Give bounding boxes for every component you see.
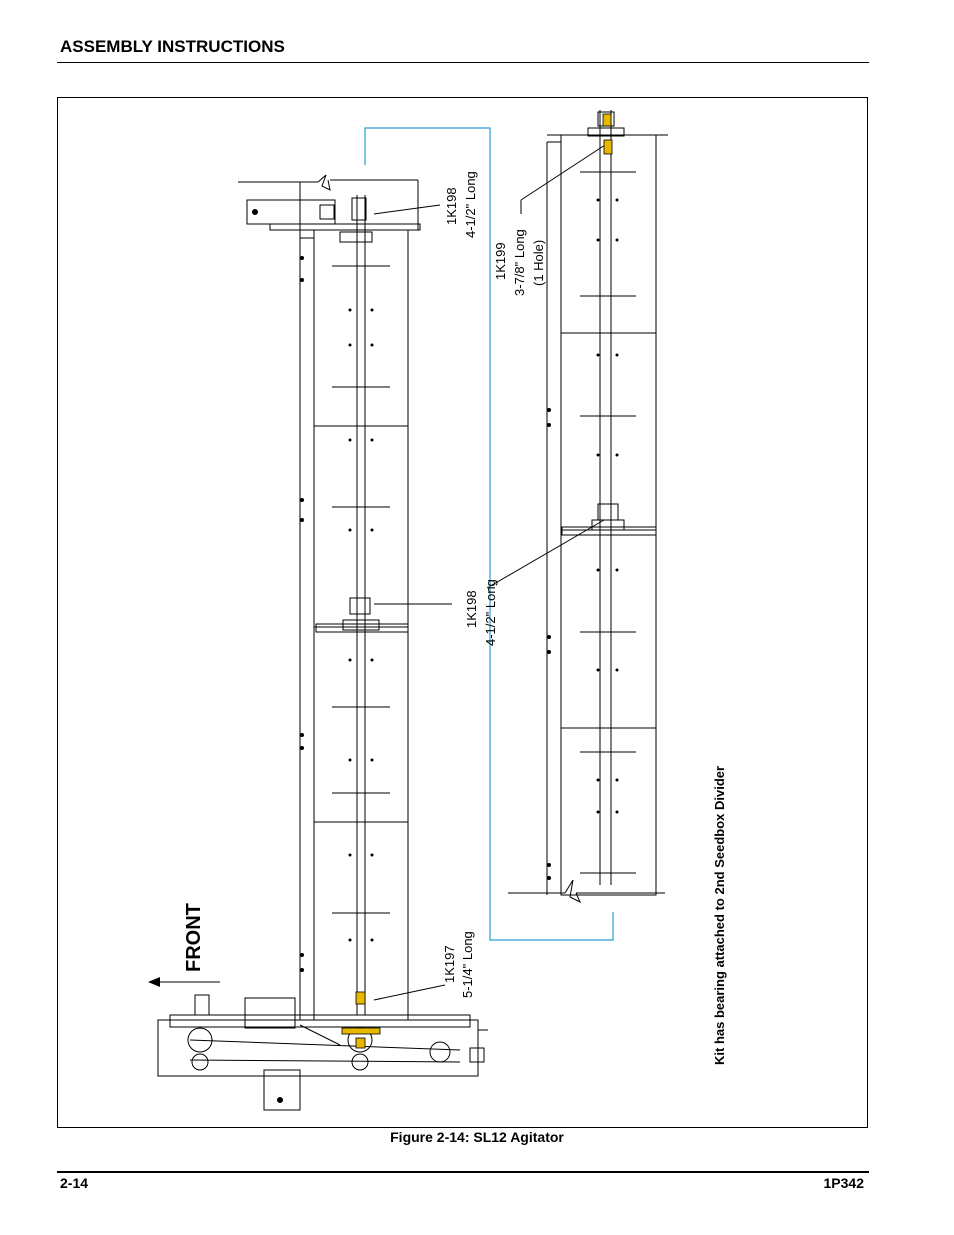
svg-text:1K198: 1K198 [444,187,459,225]
page-header-title: ASSEMBLY INSTRUCTIONS [60,37,285,56]
figure-caption: Figure 2-14: SL12 Agitator [390,1129,564,1145]
header-divider [57,62,869,63]
highlighted-bearings [341,113,613,1049]
svg-text:1K199: 1K199 [493,242,508,280]
callout-1k198-top: 1K198 4-1/2" Long [444,171,478,238]
page-number: 2-14 [60,1175,89,1191]
svg-text:4-1/2" Long: 4-1/2" Long [463,171,478,238]
svg-text:1K197: 1K197 [442,945,457,983]
kit-seedbox-body [560,134,657,896]
footer-divider [57,1171,869,1173]
main-seedbox-body [313,229,409,1021]
front-label: FRONT [183,903,205,972]
svg-text:3-7/8" Long: 3-7/8" Long [512,229,527,296]
kit-note: Kit has bearing attached to 2nd Seedbox … [712,766,727,1065]
figure-frame [57,97,868,1128]
svg-text:4-1/2" Long: 4-1/2" Long [483,579,498,646]
svg-text:(1 Hole): (1 Hole) [531,240,546,286]
front-direction-arrow [148,977,220,987]
svg-text:5-1/4" Long: 5-1/4" Long [460,931,475,998]
document-number: 1P342 [823,1175,864,1191]
svg-text:1K198: 1K198 [464,590,479,628]
callout-1k199: 1K199 3-7/8" Long (1 Hole) [493,229,546,296]
callout-1k198-middle: 1K198 4-1/2" Long [464,579,498,646]
kit-connector-line [364,127,614,941]
callout-1k197: 1K197 5-1/4" Long [442,931,475,998]
